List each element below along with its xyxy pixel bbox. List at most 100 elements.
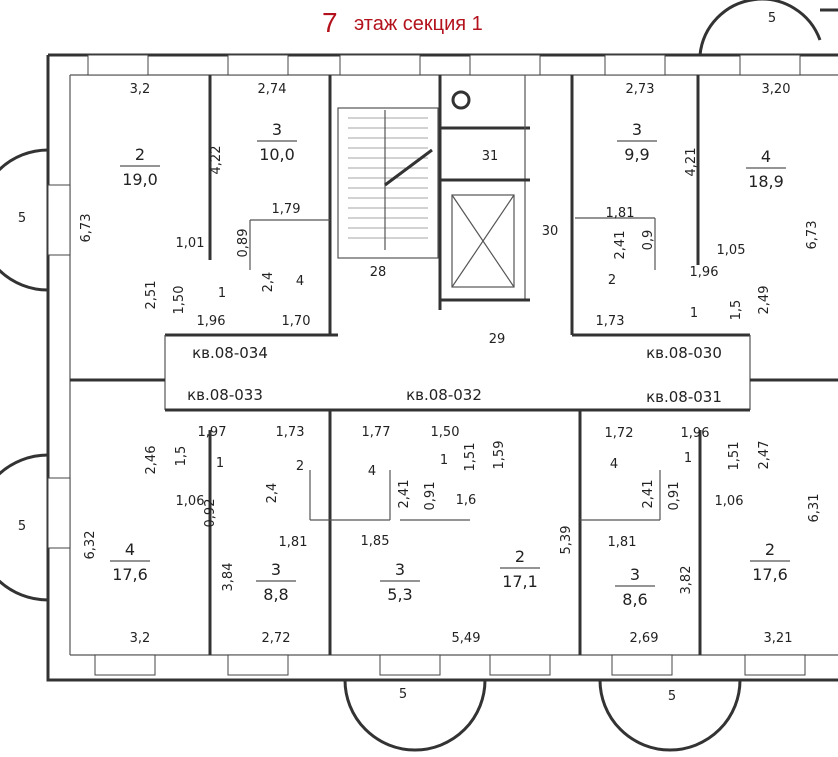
window — [744, 654, 806, 676]
dimension-label: 1,81 — [606, 206, 635, 221]
dimension-label: 2,74 — [258, 82, 287, 97]
room-area: 19,0 — [122, 170, 158, 189]
dimension-label: 0,91 — [667, 482, 682, 511]
balcony-top-right — [698, 0, 822, 56]
apartment-label: кв.08-032 — [406, 386, 482, 404]
dimension-label: 3,20 — [762, 82, 791, 97]
dimension-label: 1,51 — [463, 443, 478, 472]
room-area: 17,6 — [112, 565, 148, 584]
dimension-label: 0,9 — [641, 230, 656, 251]
dimension-label: 4,22 — [209, 146, 224, 175]
room-label: 4 — [296, 274, 304, 289]
room-label: 30 — [542, 224, 559, 239]
dimension-label: 1,06 — [715, 494, 744, 509]
room-label: 29 — [489, 332, 506, 347]
balcony-left-bottom — [0, 453, 49, 602]
dimension-label: 2,69 — [630, 631, 659, 646]
apartment-label: кв.08-031 — [646, 388, 722, 406]
window — [227, 654, 289, 676]
dimension-label: 1,96 — [681, 426, 710, 441]
balcony-left-top — [0, 148, 49, 292]
room-label: 5 — [399, 687, 407, 702]
window — [87, 54, 149, 76]
room-number: 3 — [272, 120, 282, 139]
dimension-label: 0,91 — [423, 482, 438, 511]
dimension-label: 2,47 — [757, 441, 772, 470]
room-label: 1 — [218, 286, 226, 301]
room-label: 5 — [18, 211, 26, 226]
room-number: 2 — [765, 540, 775, 559]
window — [47, 477, 71, 549]
dimension-label: 0,89 — [236, 229, 251, 258]
room-label: 1 — [440, 453, 448, 468]
dimension-label: 2,41 — [613, 231, 628, 260]
room-label: 4 — [610, 457, 618, 472]
dimension-label: 1,81 — [608, 535, 637, 550]
dimension-label: 1,70 — [282, 314, 311, 329]
window — [469, 54, 541, 76]
room-number: 3 — [630, 565, 640, 584]
room-area: 8,6 — [622, 590, 647, 609]
dimension-label: 6,31 — [807, 494, 822, 523]
dimension-label: 1,96 — [690, 265, 719, 280]
dimension-label: 2,51 — [144, 281, 159, 310]
dimension-label: 1,5 — [729, 300, 744, 321]
room-number: 3 — [632, 120, 642, 139]
outer-wall-left-bottom — [46, 55, 838, 682]
floor-number: 7 — [322, 7, 338, 38]
room-label: 2 — [296, 459, 304, 474]
dimension-label: 1,50 — [431, 425, 460, 440]
window — [339, 54, 421, 76]
room-area: 18,9 — [748, 172, 784, 191]
dimension-label: 3,2 — [130, 82, 151, 97]
riser-icon — [451, 90, 471, 110]
dimension-label: 3,2 — [130, 631, 151, 646]
room-label: 2 — [608, 273, 616, 288]
room-label: 5 — [768, 11, 776, 26]
dimension-label: 1,81 — [279, 535, 308, 550]
dimension-label: 2,49 — [757, 286, 772, 315]
room-label: 5 — [668, 689, 676, 704]
window — [611, 654, 673, 676]
apartment-label: кв.08-033 — [187, 386, 263, 404]
room-area: 8,8 — [263, 585, 288, 604]
dimension-label: 3,82 — [679, 566, 694, 595]
dimension-label: 1,85 — [361, 534, 390, 549]
dimension-label: 3,21 — [764, 631, 793, 646]
dimension-label: 5,49 — [452, 631, 481, 646]
room-label: 28 — [370, 265, 387, 280]
dimension-label: 6,73 — [79, 214, 94, 243]
dimension-label: 2,4 — [265, 483, 280, 504]
stair-well — [337, 107, 439, 259]
dimension-label: 2,73 — [626, 82, 655, 97]
elevator-shaft — [451, 194, 515, 288]
balcony-bottom-right — [598, 679, 742, 752]
room-number: 2 — [135, 145, 145, 164]
dimension-label: 0,92 — [203, 499, 218, 528]
apartment-label: кв.08-030 — [646, 344, 722, 362]
dimension-label: 2,41 — [641, 480, 656, 509]
dimension-label: 1,50 — [172, 286, 187, 315]
dimension-label: 6,32 — [83, 531, 98, 560]
room-label: 4 — [368, 464, 376, 479]
dimension-label: 3,84 — [221, 563, 236, 592]
room-area: 5,3 — [387, 585, 412, 604]
window — [489, 654, 551, 676]
dimension-label: 2,41 — [397, 480, 412, 509]
room-area: 9,9 — [624, 145, 649, 164]
dimension-label: 2,72 — [262, 631, 291, 646]
room-area: 10,0 — [259, 145, 295, 164]
dimension-label: 5,39 — [559, 526, 574, 555]
dimension-label: 2,4 — [261, 272, 276, 293]
room-number: 3 — [395, 560, 405, 579]
room-number: 4 — [125, 540, 135, 559]
window — [604, 54, 666, 76]
dimension-label: 4,21 — [684, 148, 699, 177]
room-label: 1 — [684, 451, 692, 466]
dimension-label: 2,46 — [144, 446, 159, 475]
room-number: 4 — [761, 147, 771, 166]
